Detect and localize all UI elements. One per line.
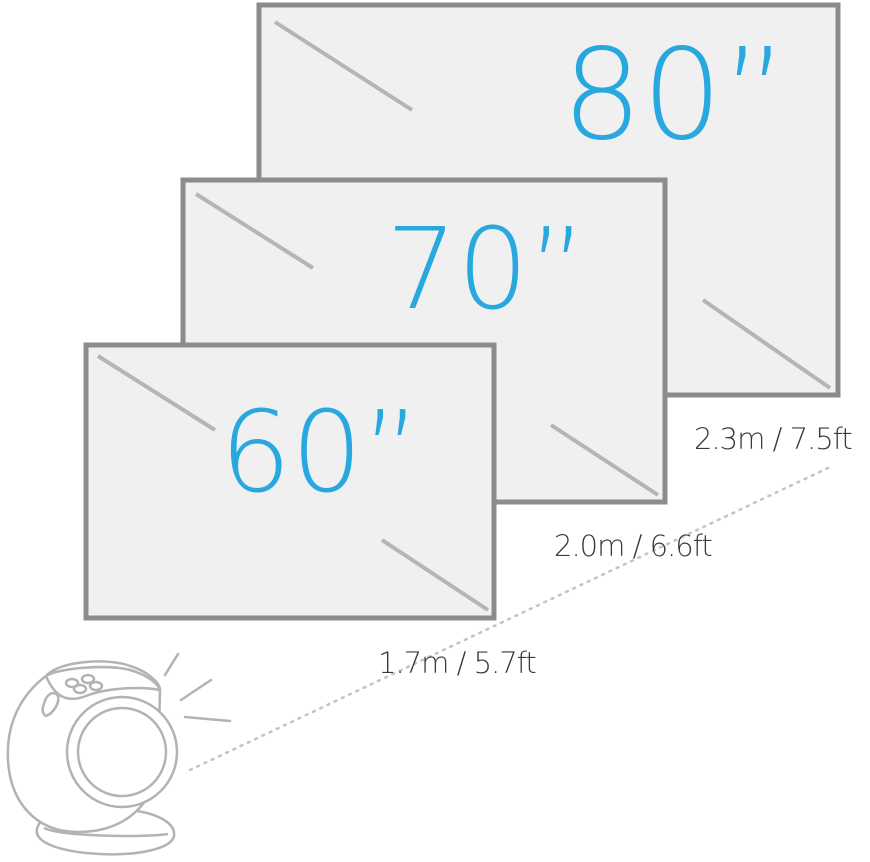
screen-60-glare-top [96,354,217,432]
projector-button-2 [80,673,96,685]
screen-60-size-label: 60” [220,388,421,518]
screen-80-glare-bottom [701,298,832,390]
screen-70-glare-top [194,192,315,270]
screen-60-glare-bottom [380,538,490,612]
screen-80-glare-top [273,20,414,112]
distance-label-60: 1.7m / 5.7ft [378,646,536,680]
projector-lens-inner [76,706,168,798]
screen-60-frame [83,342,497,621]
screen-80-size-label: 80” [562,21,788,168]
projection-beam-line [188,466,830,772]
projector-button-1 [64,677,80,689]
screen-60: 60” [83,342,497,621]
distance-label-80: 2.3m / 7.5ft [694,422,852,456]
distance-label-70: 2.0m / 6.6ft [554,529,712,563]
projector-icon [6,660,179,856]
screen-70-glare-bottom [549,423,660,497]
screen-70-size-label: 70” [386,205,587,335]
light-rays [163,652,232,723]
projector-logo [41,692,60,718]
projector-button-4 [88,680,104,692]
projector-button-3 [72,683,88,695]
